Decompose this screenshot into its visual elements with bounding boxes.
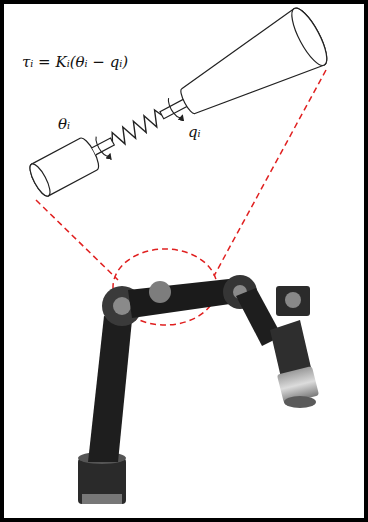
zoom-callout [36,70,326,325]
motor-rotation-arrow [94,135,111,159]
background-panel [4,4,364,518]
motor-angle-label: θᵢ [58,116,70,133]
motor-body [26,135,102,198]
motor-end [26,161,53,198]
spring [109,108,166,148]
link-rotation-arrow [166,96,183,120]
motor-shaft [92,138,114,155]
link-end [285,4,333,70]
series-elastic-actuator [20,4,333,211]
link [170,4,333,131]
robot-arm [78,275,319,504]
link-angle-label: qᵢ [188,124,201,141]
stiffness-equation: τᵢ = Kᵢ(θᵢ − qᵢ) [22,54,128,71]
